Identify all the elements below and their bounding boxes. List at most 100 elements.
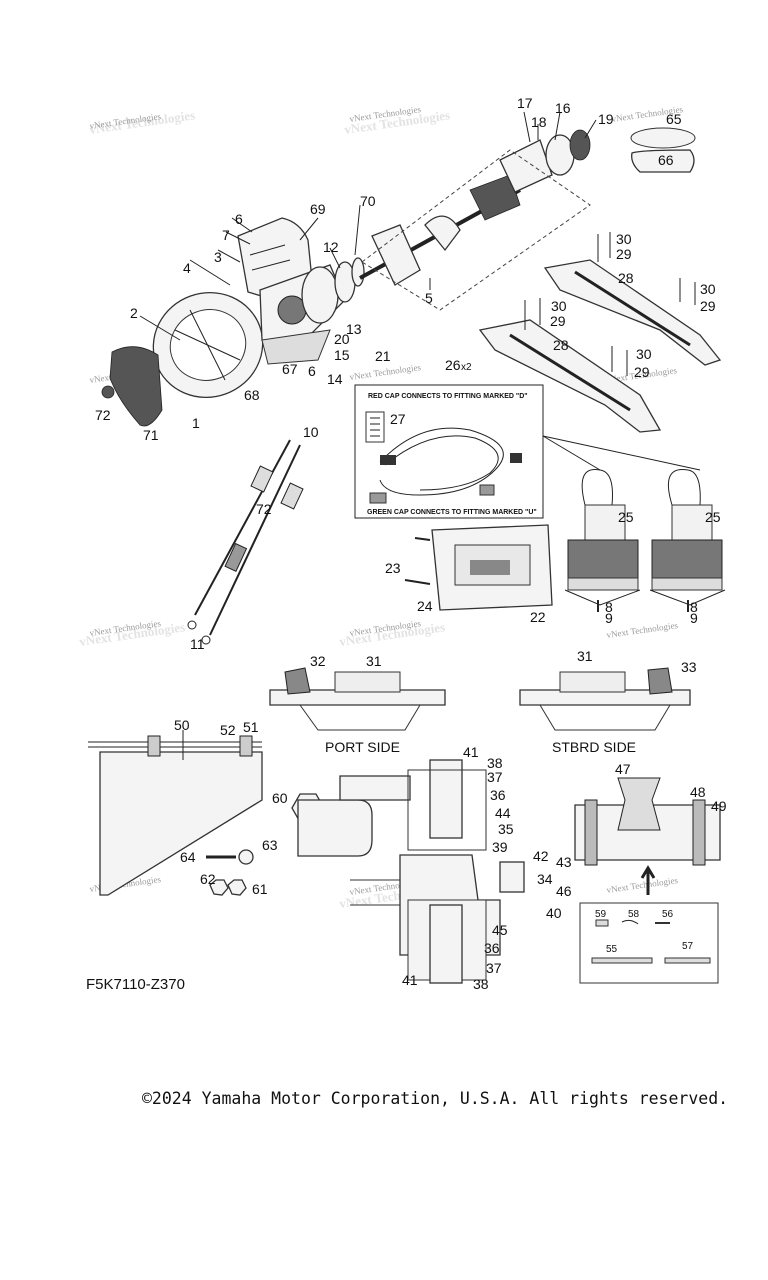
part-label-37b: 37 (486, 960, 502, 976)
part-label-24: 24 (417, 598, 433, 614)
leader-lines-top (139, 111, 597, 341)
part-label-27: 27 (390, 411, 406, 427)
copyright-notice: ©2024 Yamaha Motor Corporation, U.S.A. A… (142, 1089, 729, 1108)
part-label-9a: 9 (605, 610, 613, 626)
part-label-8a: 8 (605, 599, 613, 615)
part-label-5: 5 (425, 290, 433, 306)
qty-suffix-26: x2 (461, 362, 472, 373)
part-label-30a: 30 (616, 231, 632, 247)
steering-helm-assembly (101, 111, 696, 427)
pump-mount-lines (564, 589, 726, 606)
small-parts-box: 59 58 56 55 57 (579, 902, 719, 984)
part-label-20: 20 (334, 331, 350, 347)
shaft-gear-drawing (469, 174, 521, 221)
block-34-drawing (499, 861, 525, 893)
part-label-15: 15 (334, 347, 350, 363)
bolt-48-left (584, 799, 598, 866)
screw-23-drawing (404, 579, 431, 585)
actuator-cross-section (297, 759, 525, 984)
part-label-30c: 30 (551, 298, 567, 314)
part-label-23: 23 (385, 560, 401, 576)
part-label-42: 42 (533, 848, 549, 864)
part-label-6b: 6 (308, 363, 316, 379)
nut-59-drawing (227, 879, 247, 896)
actuator-side-bracket (350, 879, 401, 906)
part-label-51: 51 (243, 719, 259, 735)
stbd-tray-lower (539, 704, 671, 731)
part-label-10: 10 (303, 424, 319, 440)
part-label-25a: 25 (618, 509, 634, 525)
assembly-5-outline (361, 149, 591, 311)
shaft-plate-drawing (499, 139, 553, 193)
helm-rotor-drawing (301, 266, 339, 324)
part-label-52: 52 (220, 722, 236, 738)
pump-left-cable (581, 468, 613, 506)
part-label-58: 60 (272, 790, 288, 806)
green-cap-drawing (369, 492, 387, 504)
bolts-29-30 (524, 232, 696, 376)
cable-fitting-71 (224, 542, 248, 572)
part-label-3: 3 (214, 249, 222, 265)
part-56-drawing (621, 919, 639, 925)
part-label-38a: 38 (487, 755, 503, 771)
rail-upper-bar (574, 270, 691, 347)
part-label-30d: 30 (636, 346, 652, 362)
part-57-drawing (595, 919, 609, 927)
part-label-19: 19 (598, 111, 614, 127)
part-label-14: 14 (327, 371, 343, 387)
actuator-upper-body (407, 769, 487, 851)
part-label-28a: 28 (618, 270, 634, 286)
part-label-13: 13 (346, 321, 362, 337)
part-label-32: 32 (310, 653, 326, 669)
hinge-right (239, 735, 253, 757)
part-label-4: 4 (183, 260, 191, 276)
part-label-22: 22 (530, 609, 546, 625)
part-label-54: 56 (662, 909, 674, 920)
part-label-12: 12 (323, 239, 339, 255)
trim-cylinder (574, 777, 721, 895)
port-fitting-32 (284, 667, 311, 695)
cylinder-47-piston (617, 777, 661, 831)
hose-coil-drawing-2 (384, 435, 499, 491)
diagram-code: F5K7110-Z370 (86, 976, 185, 993)
part-label-36b: 36 (484, 940, 500, 956)
rail-28-lower-drawing (478, 319, 662, 433)
rail-28-upper-drawing (543, 259, 722, 366)
part-label-29a: 29 (616, 246, 632, 262)
part-label-61: 63 (262, 837, 278, 853)
part-label-2: 2 (130, 305, 138, 321)
part-label-60: 62 (200, 871, 216, 887)
part-label-64: 66 (658, 152, 674, 168)
part-label-29d: 29 (634, 364, 650, 380)
wheel-spokes (174, 309, 241, 381)
part-label-49: 49 (711, 798, 727, 814)
red-cap-drawing (380, 455, 396, 465)
part-label-34: 34 (537, 871, 553, 887)
part-label-63: 65 (666, 111, 682, 127)
part-label-9b: 9 (690, 610, 698, 626)
part-label-55: 57 (682, 941, 694, 952)
stbd-unit-31 (559, 671, 626, 693)
stbd-fitting-33 (647, 667, 673, 695)
part-label-59: 61 (252, 881, 268, 897)
rail-lower-bar (509, 333, 631, 412)
part-label-35: 35 (498, 821, 514, 837)
port-unit-31 (334, 671, 401, 693)
part-label-56: 58 (628, 909, 640, 920)
base-64-drawing (631, 149, 695, 173)
screw-upper-drawing (414, 537, 431, 541)
shaft-housing-drawing (371, 224, 421, 286)
leader-to-25 (542, 435, 701, 471)
part-label-43: 43 (556, 854, 572, 870)
part-label-29b: 29 (700, 298, 716, 314)
hose-coil-drawing (379, 427, 504, 496)
clip-11-drawing (187, 620, 197, 630)
part-label-37a: 37 (487, 769, 503, 785)
assembly-arrow (640, 865, 656, 895)
trim-plate-50-drawing (99, 751, 263, 896)
part-label-45: 45 (492, 922, 508, 938)
part-label-48: 48 (690, 784, 706, 800)
cable-fitting-72a (250, 465, 274, 493)
part-label-44: 44 (495, 805, 511, 821)
control-box-assembly (404, 524, 553, 611)
